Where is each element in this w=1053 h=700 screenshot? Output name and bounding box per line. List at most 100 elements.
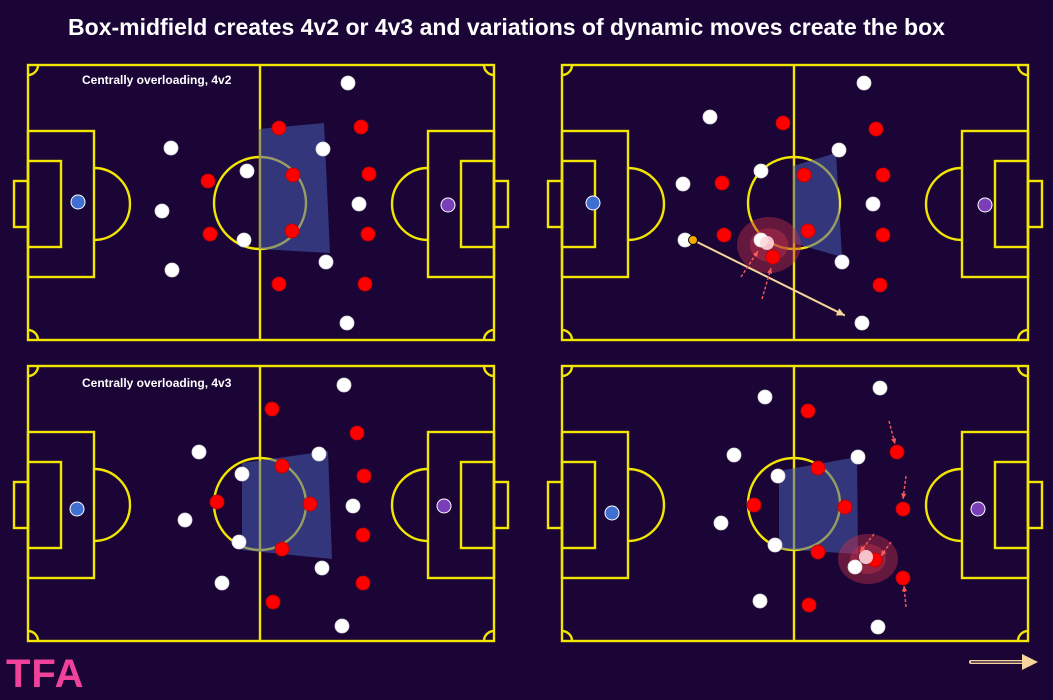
- white-player: [770, 468, 786, 484]
- highlighted-player: [859, 550, 873, 564]
- white-player: [334, 618, 350, 634]
- ball: [688, 235, 698, 245]
- white-player: [872, 380, 888, 396]
- corner-arc: [1016, 629, 1029, 642]
- white-player: [351, 196, 367, 212]
- goal-left: [546, 179, 564, 229]
- penalty-arc-left: [627, 166, 666, 242]
- red-player: [868, 121, 884, 137]
- six-yard-box-left: [560, 460, 597, 550]
- goalkeeper-purple: [436, 498, 452, 514]
- white-player: [702, 109, 718, 125]
- run-arrow: [888, 420, 896, 445]
- corner-arc: [482, 64, 495, 77]
- goalkeeper-purple: [440, 197, 456, 213]
- run-arrowhead: [901, 493, 907, 499]
- white-player: [847, 559, 863, 575]
- red-player: [800, 223, 816, 239]
- corner-arc: [561, 629, 574, 642]
- red-player: [356, 468, 372, 484]
- red-player: [271, 120, 287, 136]
- corner-arc: [1016, 365, 1029, 378]
- penalty-arc-left: [93, 467, 132, 543]
- run-arrowhead: [752, 251, 758, 257]
- goalkeeper-blue: [604, 505, 620, 521]
- white-player: [163, 140, 179, 156]
- red-player: [889, 444, 905, 460]
- red-player: [775, 115, 791, 131]
- highlighted-player: [760, 236, 774, 250]
- white-player: [311, 446, 327, 462]
- white-player: [164, 262, 180, 278]
- red-player: [875, 227, 891, 243]
- corner-arc: [561, 328, 574, 341]
- pitch-label-3: Centrally overloading, 4v3: [82, 376, 232, 390]
- corner-arc: [482, 629, 495, 642]
- white-player: [315, 141, 331, 157]
- pass-arrow: [692, 239, 846, 317]
- pitch-svg-1: [12, 63, 510, 342]
- goal-right: [1026, 480, 1044, 530]
- six-yard-box-right: [459, 159, 496, 249]
- red-player: [895, 501, 911, 517]
- white-player: [154, 203, 170, 219]
- white-player: [236, 232, 252, 248]
- pitch-diagram-4: [546, 364, 1044, 647]
- pitch-svg-4: [546, 364, 1044, 643]
- overload-box-area: [242, 451, 332, 559]
- six-yard-box-left: [26, 460, 63, 550]
- penalty-arc-left: [627, 467, 666, 543]
- white-player: [191, 444, 207, 460]
- white-player: [318, 254, 334, 270]
- red-player: [271, 276, 287, 292]
- red-player: [274, 458, 290, 474]
- corner-arc: [1016, 64, 1029, 77]
- red-player: [360, 226, 376, 242]
- red-player: [810, 460, 826, 476]
- overload-box-area: [259, 123, 330, 253]
- white-player: [850, 449, 866, 465]
- run-arrowhead: [766, 268, 772, 274]
- red-player: [796, 167, 812, 183]
- red-player: [302, 496, 318, 512]
- red-player: [357, 276, 373, 292]
- red-player: [872, 277, 888, 293]
- tfa-logo: TFA: [6, 652, 85, 696]
- run-arrow: [880, 541, 892, 557]
- red-player: [716, 227, 732, 243]
- run-arrow: [902, 475, 907, 500]
- red-player: [800, 403, 816, 419]
- red-player: [895, 570, 911, 586]
- goalkeeper-blue: [70, 194, 86, 210]
- white-player: [726, 447, 742, 463]
- pitch-diagram-3: Centrally overloading, 4v3: [12, 364, 510, 647]
- white-player: [231, 534, 247, 550]
- white-player: [767, 537, 783, 553]
- red-player: [361, 166, 377, 182]
- goal-right: [492, 179, 510, 229]
- six-yard-box-right: [459, 460, 496, 550]
- white-player: [340, 75, 356, 91]
- white-player: [314, 560, 330, 576]
- red-player: [285, 167, 301, 183]
- red-player: [349, 425, 365, 441]
- pitch-diagram-2: [546, 63, 1044, 346]
- goalkeeper-blue: [69, 501, 85, 517]
- white-player: [336, 377, 352, 393]
- six-yard-box-left: [26, 159, 63, 249]
- white-player: [345, 498, 361, 514]
- run-arrowhead: [901, 586, 908, 592]
- white-player: [856, 75, 872, 91]
- penalty-arc-right: [924, 166, 963, 242]
- red-player: [209, 494, 225, 510]
- goal-left: [12, 179, 30, 229]
- six-yard-box-right: [993, 159, 1030, 249]
- red-player: [810, 544, 826, 560]
- white-player: [831, 142, 847, 158]
- red-player: [765, 249, 781, 265]
- goalkeeper-purple: [970, 501, 986, 517]
- red-player: [837, 499, 853, 515]
- white-player: [870, 619, 886, 635]
- corner-arc: [27, 365, 40, 378]
- red-player: [801, 597, 817, 613]
